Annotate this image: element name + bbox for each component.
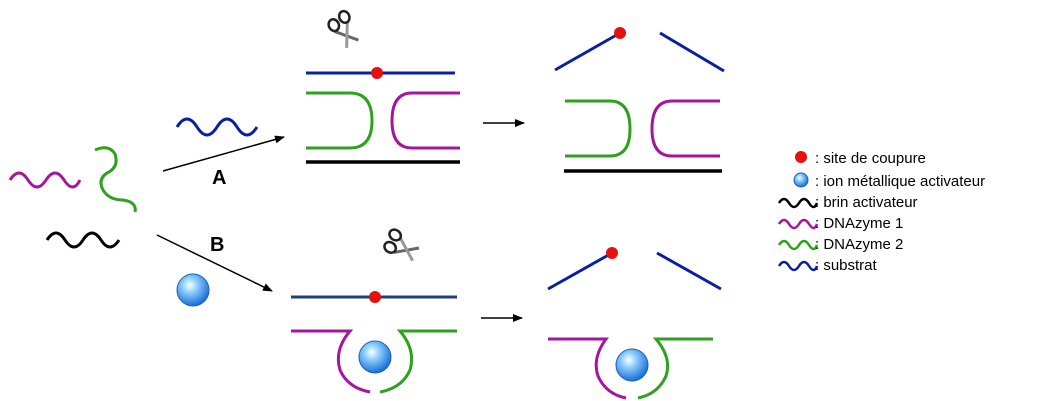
legend-ion-label: : ion métallique activateur <box>815 173 985 190</box>
scissors-icon <box>327 9 359 48</box>
dnazyme1-strand-product-b <box>548 337 627 400</box>
legend-dnazyme2-swatch <box>777 239 819 251</box>
legend-dnazyme1-swatch <box>777 218 819 230</box>
dnazyme1-strand-product-a <box>650 99 720 158</box>
dnazyme2-strand-product-b <box>637 337 713 400</box>
cleavage-site-product-a <box>614 27 626 39</box>
dnazyme1-free-strand <box>8 171 82 189</box>
legend-cleavage-label: : site de coupure <box>815 150 926 167</box>
path-a-label: A <box>212 167 226 189</box>
cleaved-substrate-right-a <box>659 31 725 73</box>
dnazyme2-strand-b <box>379 329 457 394</box>
dnazyme1-strand-b <box>291 329 371 394</box>
cleaved-substrate-left-a <box>554 31 621 72</box>
legend-dnazyme1-label: : DNAzyme 1 <box>815 215 903 232</box>
substrate-free-strand <box>175 117 259 137</box>
legend-ion-swatch <box>793 172 809 188</box>
dnazyme2-strand-product-a <box>565 99 632 158</box>
legend: : site de coupure : ion métallique activ… <box>777 150 985 274</box>
path-b-arrow <box>156 234 273 292</box>
scissors-icon-b <box>383 228 420 262</box>
dnazyme1-strand-a <box>390 91 460 150</box>
legend-substrate-swatch <box>777 260 819 272</box>
path-b-label: B <box>210 234 224 256</box>
legend-dnazyme2-label: : DNAzyme 2 <box>815 236 903 253</box>
cleaved-substrate-right-b <box>656 251 722 291</box>
cleavage-site-b <box>369 291 381 303</box>
cleavage-site-a <box>371 67 383 79</box>
legend-activator-label: : brin activateur <box>815 194 918 211</box>
path-a-arrow <box>162 135 285 172</box>
cleavage-site-product-b <box>606 247 618 259</box>
legend-substrate-label: : substrat <box>815 257 878 274</box>
activator-free-strand <box>45 231 121 249</box>
legend-cleavage-swatch <box>795 151 807 163</box>
legend-activator-swatch <box>777 197 819 209</box>
metal-ion-bound-b <box>358 340 392 374</box>
dnazyme2-free-strand <box>94 146 137 213</box>
dnazyme2-strand-a <box>306 91 374 150</box>
cleaved-substrate-left-b <box>547 251 613 291</box>
metal-ion-free <box>176 273 210 307</box>
metal-ion-bound-product-b <box>615 348 649 382</box>
